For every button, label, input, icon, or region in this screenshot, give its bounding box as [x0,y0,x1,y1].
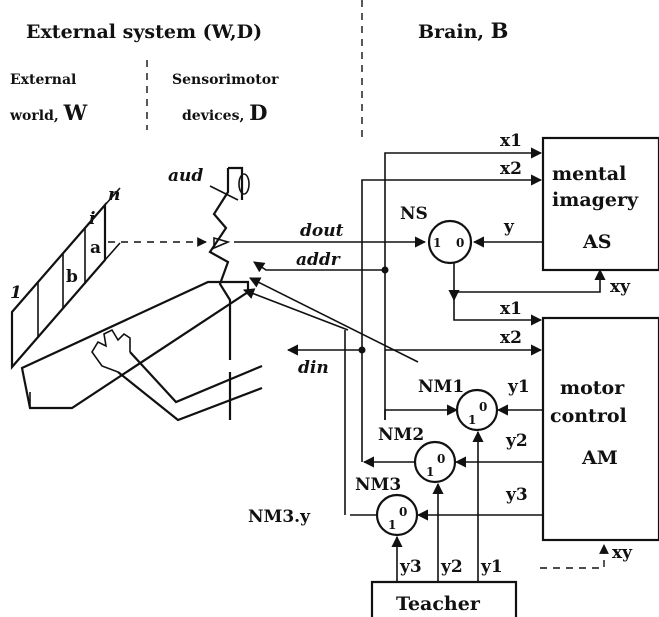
junction-addr [381,266,389,274]
gate-ns [427,219,473,265]
header-sensorimotor-line1: Sensorimotor [172,72,279,88]
header-external-system: External system (W,D) [26,21,262,43]
header-brain: Brain, B [418,18,508,43]
label-y-as: y [503,217,515,237]
label-x1-as: x1 [500,131,522,151]
gate-ns-one: 1 [433,236,441,250]
line-head-to-am-upper [248,277,419,363]
aud-pointer [209,185,239,201]
label-nm3-y: NM3.y [248,507,311,527]
tape-cell-b: b [66,267,78,287]
gate-nm2 [413,440,457,484]
label-nm2: NM2 [378,425,424,445]
am-label-line3: AM [581,447,618,469]
label-teacher-y1: y1 [480,557,503,577]
tape-index-i: i [89,209,95,229]
label-nm1: NM1 [418,377,464,397]
line-xy-am [540,544,609,569]
header-external-world-line1: External [10,72,76,88]
teacher-label: Teacher [396,593,481,615]
label-teacher-y2: y2 [440,557,463,577]
sensor-head [208,166,250,420]
as-label-line3: AS [582,231,611,253]
gate-nm3-one: 1 [388,518,396,532]
tape-index-n: n [108,185,120,205]
label-x2-am: x2 [500,328,522,348]
gate-nm3-zero: 0 [399,505,407,519]
block-am [541,316,659,542]
gate-nm1-zero: 0 [479,400,487,414]
label-ns: NS [400,204,428,224]
header-external-world-line2: world, W [9,100,88,125]
label-y3-am: y3 [505,485,528,505]
block-teacher [370,580,518,617]
label-teacher-y3: y3 [399,557,422,577]
bus-x2-to-as [361,174,543,350]
line-head-to-am-lower [242,288,349,331]
header-sensorimotor-line2: devices, D [182,100,267,125]
bus-x1-to-as [384,147,543,270]
gate-nm2-one: 1 [426,465,434,479]
nm1-out [384,404,459,420]
tape-cell-a: a [90,238,101,258]
label-din: din [298,358,329,378]
hand-arm [91,328,263,422]
am-label-line2: control [550,405,627,427]
gate-nm2-zero: 0 [437,452,445,466]
bus-x1-to-am [453,292,543,326]
gate-nm3 [375,493,419,537]
label-x1-am: x1 [500,299,522,319]
label-y2-am: y2 [505,431,528,451]
as-label-line1: mental [552,163,626,185]
tape-index-1: 1 [10,283,22,303]
gate-nm1-one: 1 [468,413,476,427]
gate-ns-zero: 0 [456,236,464,250]
line-xy-as [454,268,606,293]
label-addr: addr [296,250,341,270]
am-label-line1: motor [560,377,625,399]
label-xy-am: xy [612,543,633,563]
tape [10,187,121,370]
line-addr [253,261,385,273]
as-label-line2: imagery [552,189,639,211]
label-y1-am: y1 [507,377,530,397]
label-dout: dout [300,221,344,241]
bus-x2-to-am [384,270,541,420]
label-xy-as: xy [610,277,631,297]
label-x2-as: x2 [500,159,522,179]
label-nm3: NM3 [355,475,401,495]
label-aud: aud [168,166,203,186]
block-as [541,136,659,272]
keyboard [20,280,250,410]
